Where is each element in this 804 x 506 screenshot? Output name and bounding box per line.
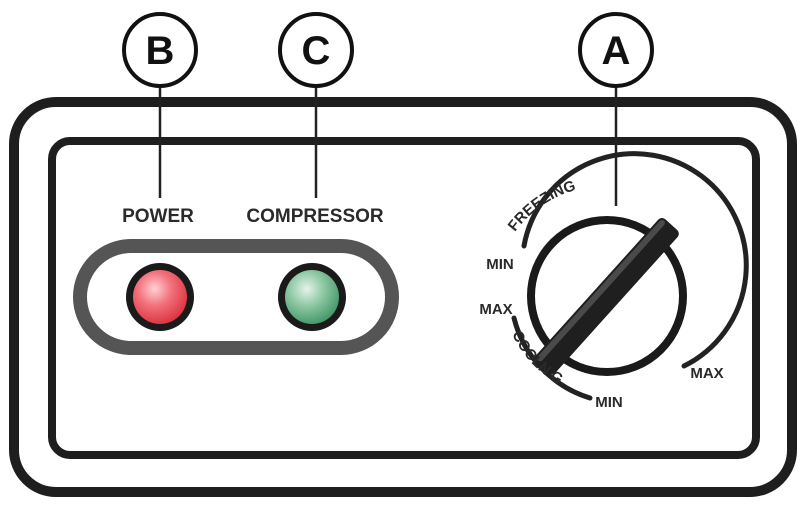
thermostat-dial[interactable] — [511, 151, 749, 401]
freezing-label: FREEZING — [505, 177, 578, 234]
min-upper-label: MIN — [486, 256, 514, 273]
inner-panel — [48, 137, 760, 459]
power-indicator-light — [126, 263, 194, 331]
callout-a-label: A — [602, 29, 631, 73]
dial-scale-arc — [521, 151, 749, 369]
callout-c: C — [278, 12, 354, 88]
callout-b: B — [122, 12, 198, 88]
callout-c-label: C — [302, 29, 331, 73]
dial-scale-arc-lower — [511, 315, 593, 401]
min-lower-label: MIN — [595, 394, 623, 411]
outer-housing — [9, 97, 797, 497]
callout-a: A — [578, 12, 654, 88]
compressor-label: COMPRESSOR — [246, 206, 384, 227]
dial-knob-handle[interactable] — [533, 216, 681, 376]
compressor-lamp — [285, 270, 339, 324]
power-label: POWER — [122, 206, 194, 227]
power-lamp — [133, 270, 187, 324]
callout-b-label: B — [146, 29, 175, 73]
compressor-indicator-light — [278, 263, 346, 331]
max-lower-label: MAX — [690, 365, 723, 382]
max-upper-label: MAX — [479, 301, 512, 318]
